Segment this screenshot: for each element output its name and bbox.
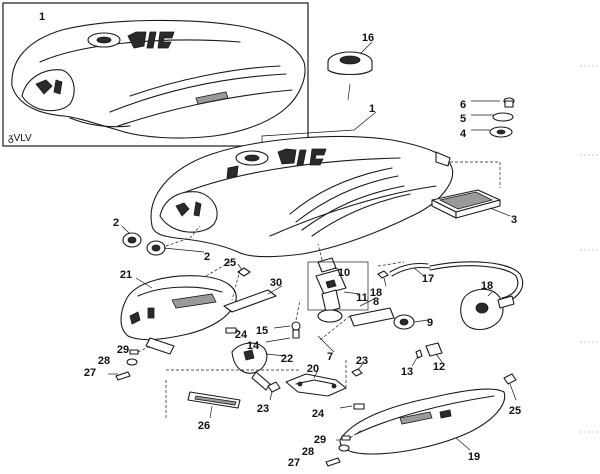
label-plate	[223, 285, 283, 313]
callout-c10: 10	[338, 267, 350, 279]
callout-c7: 7	[327, 351, 333, 363]
callout-c11: 11	[356, 292, 368, 304]
bolts-bottom	[325, 429, 363, 467]
callout-c27b: 27	[288, 457, 300, 469]
pipe-9	[319, 307, 429, 341]
callout-c15: 15	[256, 325, 268, 337]
bracket-12-13	[411, 342, 443, 367]
callout-c16: 16	[362, 32, 374, 44]
holder-bracket-20	[285, 369, 347, 397]
callout-c19: 19	[468, 451, 480, 463]
margin-ticks	[580, 65, 598, 433]
callout-c22: 22	[281, 353, 293, 365]
screw-clip	[265, 299, 301, 343]
callout-c1-inset: 1	[39, 11, 45, 23]
bolt-23-upper	[351, 361, 365, 377]
fuel-hose	[389, 261, 524, 303]
callout-c26: 26	[198, 420, 210, 432]
lower-side-cover	[339, 388, 506, 455]
callout-c3: 3	[511, 214, 517, 226]
rubber-pad	[431, 189, 511, 219]
callout-c1: 1	[369, 103, 375, 115]
bracket-22	[231, 342, 287, 391]
fuel-cock-assembly	[307, 243, 389, 323]
bolt-24-upper	[225, 327, 238, 334]
callout-c21: 21	[120, 269, 132, 281]
callout-c4: 4	[460, 128, 467, 140]
filler-cap-part	[327, 41, 373, 76]
bolt-washer-stack	[471, 97, 515, 138]
callout-c2a: 2	[113, 217, 119, 229]
inset-box: ᵹVLV	[2, 2, 309, 147]
callout-c5: 5	[460, 113, 466, 125]
callout-c18b: 18	[481, 280, 493, 292]
callout-c29a: 29	[117, 344, 129, 356]
bolts-left	[108, 345, 151, 381]
callout-c13: 13	[401, 366, 413, 378]
callout-c25a: 25	[224, 257, 236, 269]
left-side-cover	[120, 261, 237, 355]
callout-c23b: 23	[257, 403, 269, 415]
grommets	[121, 225, 205, 256]
callout-c29b: 29	[314, 434, 326, 446]
callout-c24b: 24	[312, 408, 325, 420]
callout-c28b: 28	[302, 446, 314, 458]
callout-c9: 9	[427, 317, 433, 329]
callout-c18a: 18	[370, 287, 382, 299]
callout-c20: 20	[307, 363, 319, 375]
clip-upper	[237, 263, 251, 277]
callout-c12: 12	[433, 361, 445, 373]
inset-label: ᵹVLV	[8, 133, 32, 144]
valve-body-right	[460, 288, 515, 331]
callout-c2b: 2	[204, 251, 210, 263]
callout-c30: 30	[270, 277, 282, 289]
callout-c17: 17	[422, 273, 434, 285]
bolt-24-lower	[339, 403, 365, 410]
callout-c23a: 23	[356, 355, 368, 367]
callout-c14: 14	[247, 340, 260, 352]
callout-c6: 6	[460, 99, 466, 111]
callout-c24a: 24	[235, 329, 248, 341]
clip-lower	[503, 373, 517, 401]
callout-c25b: 25	[509, 405, 521, 417]
bolt-23-lower	[267, 381, 281, 401]
callout-c28a: 28	[98, 355, 110, 367]
main-fuel-tank	[150, 135, 501, 258]
strip-26	[165, 369, 300, 420]
callout-c8: 8	[373, 296, 379, 308]
callout-c27a: 27	[84, 367, 96, 379]
